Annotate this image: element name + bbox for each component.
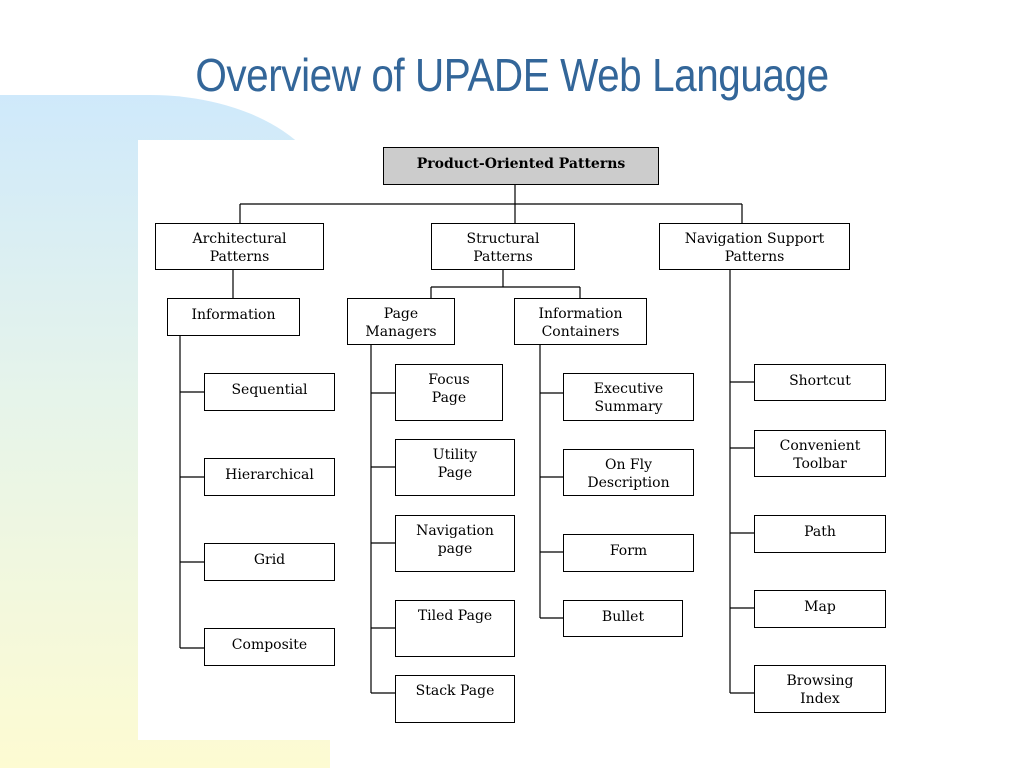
node-form: Form bbox=[563, 534, 694, 572]
node-bullet: Bullet bbox=[563, 600, 683, 637]
node-shortcut: Shortcut bbox=[754, 364, 886, 401]
node-sequential: Sequential bbox=[204, 373, 335, 411]
root-node-product-oriented-patterns: Product-Oriented Patterns bbox=[383, 147, 659, 185]
node-on-fly-description: On Fly Description bbox=[563, 449, 694, 496]
node-information: Information bbox=[167, 298, 300, 336]
node-hierarchical: Hierarchical bbox=[204, 458, 335, 496]
node-browsing-index: Browsing Index bbox=[754, 665, 886, 713]
node-navigation-page: Navigation page bbox=[395, 515, 515, 572]
node-structural-patterns: Structural Patterns bbox=[431, 223, 575, 270]
node-information-containers: Information Containers bbox=[514, 298, 647, 345]
node-grid: Grid bbox=[204, 543, 335, 581]
node-page-managers: Page Managers bbox=[347, 298, 455, 345]
node-utility-page: Utility Page bbox=[395, 439, 515, 496]
node-stack-page: Stack Page bbox=[395, 675, 515, 723]
node-convenient-toolbar: Convenient Toolbar bbox=[754, 430, 886, 477]
node-composite: Composite bbox=[204, 628, 335, 666]
node-navigation-support-patterns: Navigation Support Patterns bbox=[659, 223, 850, 270]
slide-title: Overview of UPADE Web Language bbox=[195, 49, 829, 101]
node-path: Path bbox=[754, 515, 886, 553]
node-tiled-page: Tiled Page bbox=[395, 600, 515, 657]
node-architectural-patterns: Architectural Patterns bbox=[155, 223, 324, 270]
node-executive-summary: Executive Summary bbox=[563, 373, 694, 421]
node-focus-page: Focus Page bbox=[395, 364, 503, 421]
node-map: Map bbox=[754, 590, 886, 628]
